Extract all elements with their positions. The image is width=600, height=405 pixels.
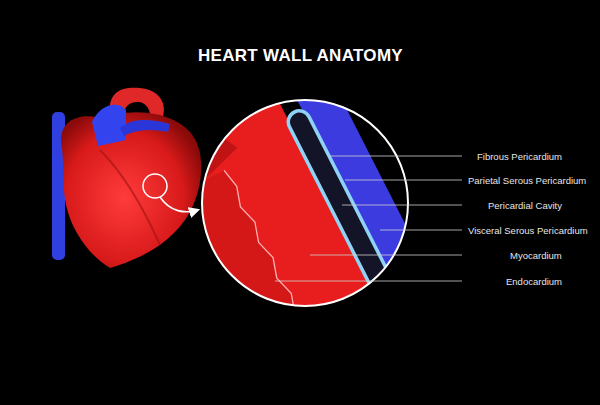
heart-figure — [52, 88, 201, 268]
part-label: Visceral Serous Pericardium — [468, 225, 588, 236]
leader-line — [330, 156, 462, 157]
endocardium-layer — [146, 169, 337, 405]
leader-line — [345, 180, 462, 181]
leader-lines — [275, 156, 462, 281]
endocardium-line — [222, 169, 336, 386]
zoom-arrow — [160, 197, 198, 212]
part-label: Endocardium — [506, 276, 562, 287]
part-label: Parietal Serous Pericardium — [468, 175, 586, 186]
artery-branch — [132, 88, 140, 102]
leader-line — [310, 255, 462, 256]
pulmonary-artery — [120, 120, 170, 136]
serous-pericardium-sac — [284, 107, 431, 366]
part-label: Pericardial Cavity — [488, 200, 562, 211]
upper-shadow — [105, 54, 261, 143]
magnified-wall — [105, 28, 464, 405]
zoom-circle — [143, 174, 167, 198]
part-label: Fibrous Pericardium — [477, 151, 562, 162]
pulmonary-trunk — [92, 105, 126, 146]
part-label: Myocardium — [510, 250, 562, 261]
heart-body — [61, 112, 201, 268]
fibrous-pericardium-layer — [270, 28, 455, 340]
leader-line — [275, 281, 462, 282]
magnifier-circle — [202, 100, 408, 306]
leader-line — [342, 205, 462, 206]
outer-heart-region — [105, 67, 280, 229]
title: HEART WALL ANATOMY — [198, 46, 403, 66]
leader-line — [380, 230, 462, 231]
